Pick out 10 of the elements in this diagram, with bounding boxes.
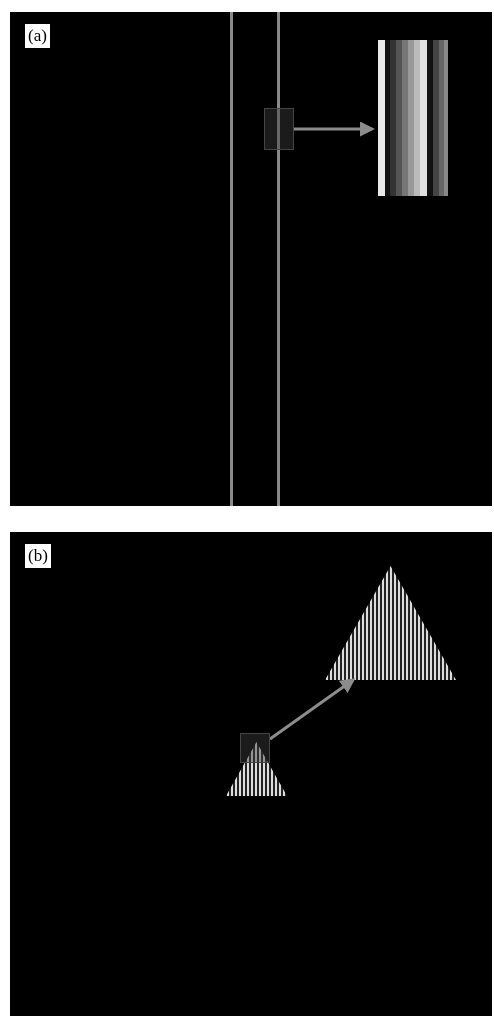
selection-box	[264, 108, 294, 150]
panel-label: (b)	[25, 544, 51, 568]
arrow	[269, 678, 356, 741]
panel-label: (a)	[25, 24, 50, 48]
selection-box	[240, 733, 270, 763]
image-panel	[10, 532, 492, 1016]
magnified-triangle-drawing	[325, 566, 456, 680]
arrow	[294, 121, 375, 137]
image-panel	[10, 12, 492, 506]
magnified-stripes-drawing	[378, 40, 448, 196]
